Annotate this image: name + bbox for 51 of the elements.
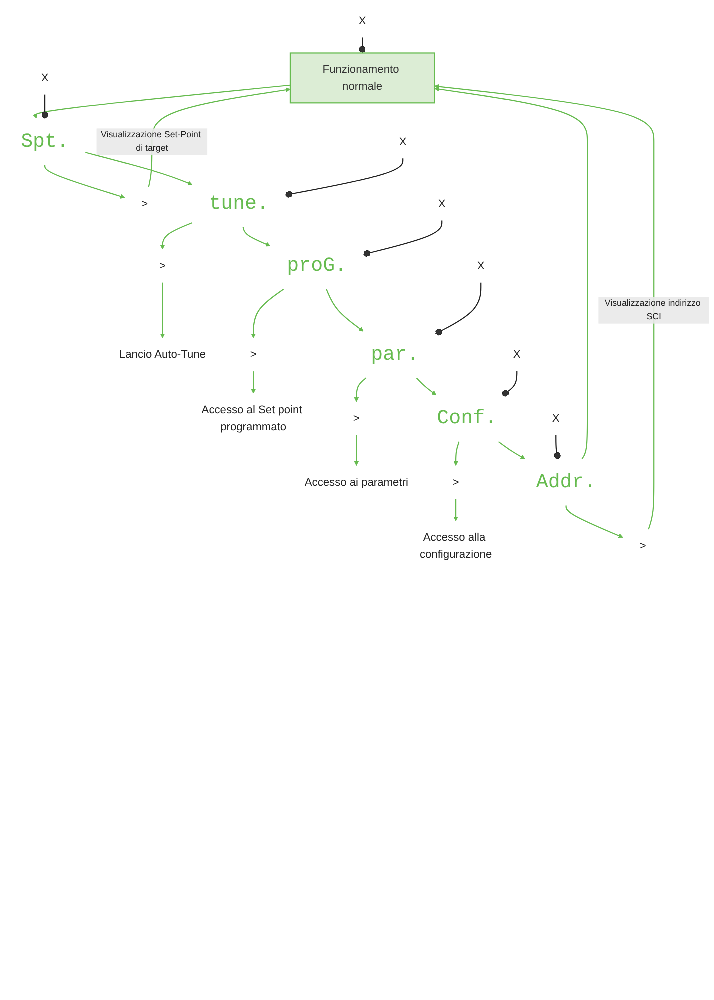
- arrow: [44, 165, 126, 199]
- arrow: [160, 282, 166, 338]
- connector: [554, 435, 561, 460]
- node-text: X: [399, 136, 407, 148]
- connector: [286, 158, 404, 198]
- node-text: Conf.: [437, 407, 498, 430]
- node-text: >: [250, 348, 257, 362]
- node-box: Funzionamento normale: [290, 52, 436, 104]
- connector: [502, 372, 518, 397]
- arrow: [454, 499, 458, 522]
- arrow: [251, 372, 256, 394]
- node-text: Accesso ai parametri: [304, 476, 408, 489]
- arrow: [434, 86, 588, 460]
- connector: [364, 220, 443, 258]
- node-text: Spt.: [21, 130, 69, 154]
- edge-label: Visualizzazione Set-Point di target: [100, 130, 201, 154]
- node-text: Lancio Auto-Tune: [119, 348, 206, 362]
- node-text: Addr.: [536, 470, 596, 494]
- node-text: >: [452, 476, 460, 489]
- node-text: X: [513, 348, 521, 362]
- node-text: Accesso alla configurazione: [420, 532, 492, 561]
- arrow: [251, 289, 284, 338]
- node-text: >: [640, 540, 646, 552]
- arrow: [86, 152, 193, 186]
- node-text: X: [552, 412, 560, 425]
- arrow: [498, 442, 526, 460]
- connector: [435, 282, 482, 336]
- arrow: [434, 84, 655, 530]
- node-text: >: [142, 198, 148, 210]
- arrow: [242, 227, 271, 247]
- node-text: X: [477, 260, 485, 272]
- arrow: [160, 222, 193, 250]
- arrow: [416, 378, 437, 396]
- arrow: [354, 435, 360, 466]
- node-text: >: [159, 260, 166, 272]
- edge-label: Visualizzazione indirizzo SCI: [604, 298, 701, 322]
- node-text: tune.: [209, 192, 270, 216]
- node-text: X: [438, 198, 446, 210]
- arrow: [326, 289, 364, 332]
- arrow: [32, 84, 291, 119]
- arrow: [354, 378, 367, 402]
- arrow: [566, 506, 624, 538]
- node-text: >: [353, 412, 360, 425]
- node-text: proG.: [287, 254, 348, 278]
- node-text: Accesso al Set point programmato: [202, 404, 302, 434]
- arrow: [454, 442, 460, 466]
- node-text: X: [358, 14, 366, 28]
- connector: [359, 38, 366, 54]
- node-text: par.: [371, 343, 420, 366]
- connector: [42, 94, 48, 119]
- node-text: X: [41, 72, 49, 84]
